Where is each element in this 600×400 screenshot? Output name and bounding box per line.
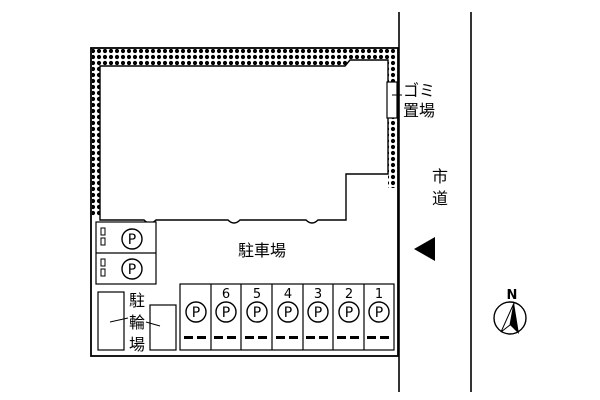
bottom-parking-row: P P 6 P 5 P 4 P 3 — [179, 283, 395, 351]
left-stall-1: P — [100, 227, 143, 250]
north-compass-icon: N — [493, 288, 527, 335]
stall-number: 6 — [222, 287, 230, 302]
garbage-area — [386, 81, 398, 119]
stall-number: 4 — [284, 287, 292, 302]
stall-number: 3 — [314, 287, 322, 302]
stall: P 2 — [337, 287, 360, 339]
entrance-arrow-icon — [414, 237, 435, 261]
bicycle-label-line1: 駐 — [129, 291, 145, 310]
garbage-label-line1: ゴミ — [403, 81, 435, 100]
parking-p-icon: P — [192, 305, 200, 321]
bicycle-parking: 駐 輪 場 — [97, 291, 177, 354]
parking-p-icon: P — [128, 262, 136, 278]
parking-p-icon: P — [128, 232, 136, 248]
parking-title: 駐車場 — [238, 241, 286, 260]
stall: P 3 — [306, 287, 329, 339]
parking-p-icon: P — [345, 305, 353, 321]
stall: P — [184, 301, 207, 339]
parking-p-icon: P — [222, 305, 230, 321]
north-label: N — [507, 288, 518, 303]
bicycle-label-line3: 場 — [129, 335, 145, 354]
stall: P 1 — [367, 287, 390, 339]
building-outline — [99, 59, 389, 224]
lot-boundary — [90, 47, 399, 357]
road-label-line1: 市 — [432, 167, 448, 186]
stall-number: 1 — [375, 287, 383, 302]
stall-number: 2 — [345, 287, 353, 302]
stall: P 6 — [214, 287, 237, 339]
bicycle-label-line2: 輪 — [129, 313, 145, 332]
parking-p-icon: P — [253, 305, 261, 321]
stall-number: 5 — [253, 287, 261, 302]
stall: P 5 — [245, 287, 268, 339]
parking-p-icon: P — [314, 305, 322, 321]
stall: P 4 — [276, 287, 299, 339]
left-stall-2: P — [100, 258, 143, 280]
road-label-line2: 道 — [432, 189, 448, 208]
parking-p-icon: P — [375, 305, 383, 321]
garbage-label-line2: 置場 — [403, 101, 435, 120]
parking-p-icon: P — [284, 305, 292, 321]
left-parking-block: P P — [95, 221, 157, 285]
